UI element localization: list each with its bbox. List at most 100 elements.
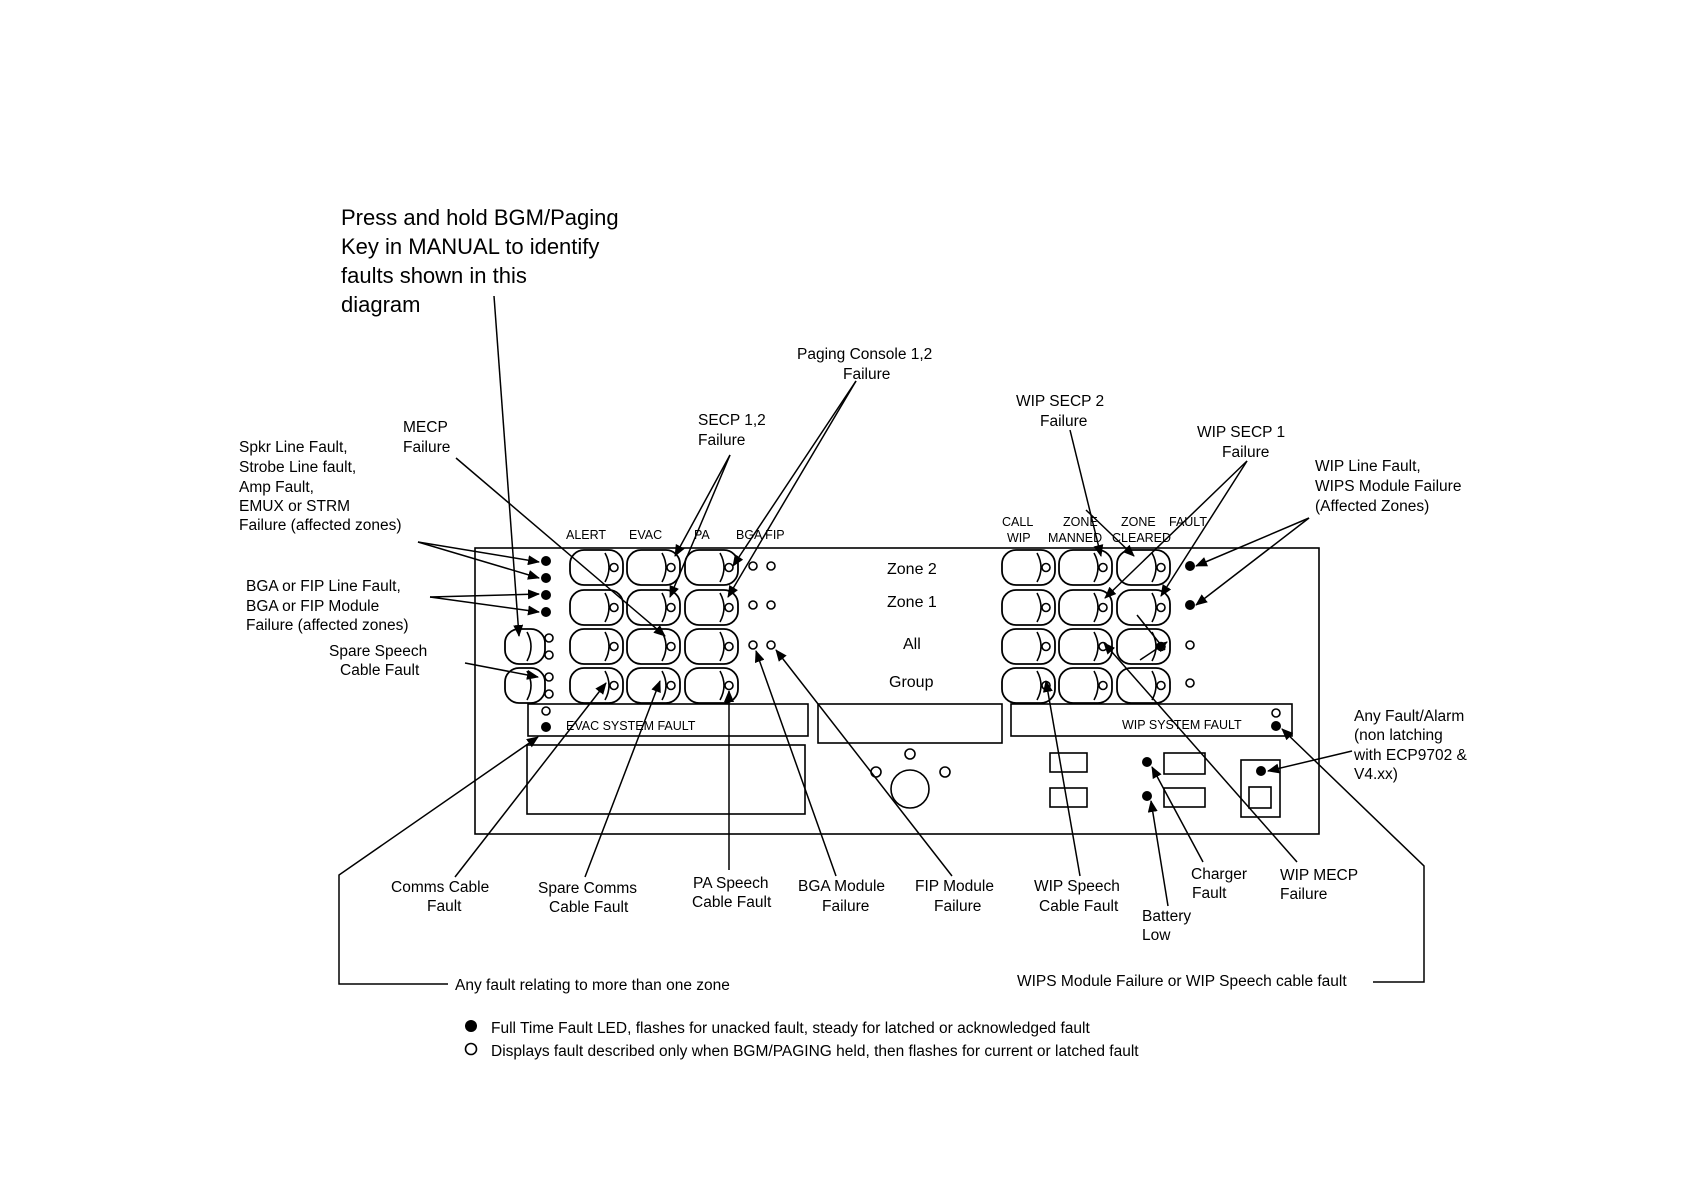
evac-key-all[interactable] [626, 628, 681, 665]
paging-console-1: Paging Console 1,2 [797, 346, 932, 363]
pa-key-group[interactable] [684, 667, 739, 704]
wip-fault-led-group [1185, 678, 1195, 688]
row-zone2: Zone 2 [887, 561, 937, 578]
knob-led-top [904, 748, 916, 760]
knob-led-right [939, 766, 951, 778]
pa-key-zone2[interactable] [684, 549, 739, 586]
alert-key-zone2-led [609, 562, 619, 573]
legend-hollow-dot [464, 1042, 478, 1056]
zone-cleared-key-zone1[interactable] [1116, 589, 1171, 626]
instruction-line-2: Key in MANUAL to identify [341, 234, 599, 259]
fip-module-2: Failure [934, 898, 981, 915]
spkr-3: Amp Fault, [239, 479, 314, 496]
control-panel [474, 547, 1320, 835]
spkr-fault-led-1 [541, 556, 551, 566]
any-fault-alarm-4: V4.xx) [1354, 766, 1398, 783]
alert-key-zone1-led [609, 602, 619, 613]
comms-cable-2: Fault [427, 898, 462, 915]
pa-key-zone1-led [724, 602, 734, 613]
pa-key-zone1[interactable] [684, 589, 739, 626]
bga-led-all [748, 640, 758, 650]
wip-mecp-2: Failure [1280, 886, 1327, 903]
instruction-line-4: diagram [341, 292, 420, 317]
zone-cleared-key-zone2[interactable] [1116, 549, 1171, 586]
fip-module-1: FIP Module [915, 878, 994, 895]
wip-line-1: WIP Line Fault, [1315, 458, 1421, 475]
evac-key-zone1[interactable] [626, 589, 681, 626]
bga-fip-fault-led-1 [541, 590, 551, 600]
wip-mecp-inner [1248, 786, 1272, 809]
wip-line-2: WIPS Module Failure [1315, 478, 1461, 495]
col-zone-cleared-1: ZONE [1121, 515, 1156, 529]
alert-key-zone2[interactable] [569, 549, 624, 586]
col-call-wip-2: WIP [1007, 531, 1031, 545]
call-wip-key-zone2[interactable] [1001, 549, 1056, 586]
switch-1[interactable] [1049, 752, 1088, 773]
bga-fip-line-1: BGA or FIP Line Fault, [246, 578, 401, 595]
call-wip-key-zone1[interactable] [1001, 589, 1056, 626]
panel-keys [504, 549, 1171, 704]
spare-speech-1: Spare Speech [329, 643, 427, 660]
col-zone-manned-1: ZONE [1063, 515, 1098, 529]
center-display [817, 703, 1003, 744]
zone-manned-key-zone1-led [1098, 602, 1108, 613]
evac-system-fault-led [541, 722, 551, 732]
zone-manned-key-zone2-led [1098, 562, 1108, 573]
call-wip-key-all[interactable] [1001, 628, 1056, 665]
bga-module-1: BGA Module [798, 878, 885, 895]
pa-key-all[interactable] [684, 628, 739, 665]
spkr-1: Spkr Line Fault, [239, 439, 348, 456]
evac-key-zone2[interactable] [626, 549, 681, 586]
zone-manned-key-zone1[interactable] [1058, 589, 1113, 626]
zone-manned-key-group-led [1098, 680, 1108, 691]
zone-cleared-key-group[interactable] [1116, 667, 1171, 704]
wip-secp1-2: Failure [1222, 444, 1269, 461]
evac-system-fault-display [527, 703, 809, 737]
col-call-wip-1: CALL [1002, 515, 1033, 529]
col-zone-cleared-2: CLEARED [1112, 531, 1171, 545]
row-labels: Zone 2 Zone 1 All Group EVAC SYSTEM FAUL… [566, 561, 1242, 733]
zone-manned-key-zone2[interactable] [1058, 549, 1113, 586]
spare-key-led [544, 672, 554, 682]
spkr-4: EMUX or STRM [239, 498, 350, 515]
zone-cleared-key-group-led [1156, 680, 1166, 691]
spare-speech-2: Cable Fault [340, 662, 420, 679]
paging-console-2: Failure [843, 366, 890, 383]
instruction-line-1: Press and hold BGM/Paging [341, 205, 619, 230]
wip-fault-led-all [1185, 640, 1195, 650]
mecp-2: Failure [403, 439, 450, 456]
evac-key-zone2-led [666, 562, 676, 573]
wip-speech-1: WIP Speech [1034, 878, 1120, 895]
volume-knob[interactable] [890, 769, 930, 809]
zone-manned-key-group[interactable] [1058, 667, 1113, 704]
col-fault: FAULT [1169, 515, 1207, 529]
switch-2[interactable] [1049, 787, 1088, 808]
wip-mecp-led [1256, 766, 1266, 776]
comms-cable-1: Comms Cable [391, 879, 489, 896]
zone-manned-key-all-led [1098, 641, 1108, 652]
wip-mecp-box [1240, 759, 1281, 818]
wip-line-3: (Affected Zones) [1315, 498, 1429, 515]
battery-indicator [1163, 787, 1206, 808]
alert-key-all[interactable] [569, 628, 624, 665]
any-fault-alarm-3: with ECP9702 & [1353, 747, 1468, 764]
wip-system-fault-led-top [1271, 708, 1281, 718]
spkr-fault-led-2 [541, 573, 551, 583]
row-zone1: Zone 1 [887, 594, 937, 611]
spkr-5: Failure (affected zones) [239, 517, 402, 534]
evac-key-all-led [666, 641, 676, 652]
fip-led-zone1 [766, 600, 776, 610]
pa-key-group-led [724, 680, 734, 691]
pa-speech-2: Cable Fault [692, 894, 772, 911]
fip-led-all [766, 640, 776, 650]
alert-key-zone1[interactable] [569, 589, 624, 626]
alert-key-group[interactable] [569, 667, 624, 704]
legend-hollow-text: Displays fault described only when BGM/P… [491, 1043, 1139, 1060]
pa-key-all-led [724, 641, 734, 652]
zone-manned-key-all[interactable] [1058, 628, 1113, 665]
spare-comms-1: Spare Comms [538, 880, 637, 897]
bgm-paging-key[interactable] [504, 628, 554, 665]
spare-key[interactable] [504, 667, 554, 704]
column-headers: ALERT EVAC PA BGA FIP CALL WIP ZONE MANN… [566, 515, 1207, 545]
